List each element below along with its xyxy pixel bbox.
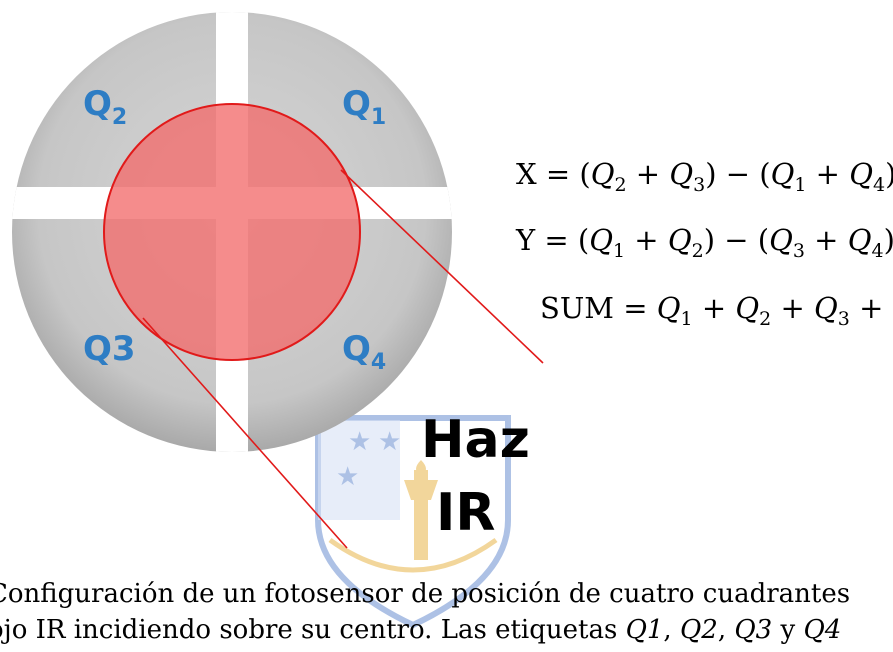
equation-y: Y = (Q1 + Q2) − (Q3 + Q4) [515, 223, 893, 262]
quadrant-label-q2: Q2 [83, 84, 127, 130]
caption-line-1: Configuración de un fotosensor de posici… [0, 579, 851, 609]
equation-sum: SUM = Q1 + Q2 + Q3 + Q4 [540, 291, 893, 330]
quadrant-label-q1: Q1 [342, 84, 386, 130]
beam-line-upper [340, 169, 544, 364]
beam-line-lower [142, 317, 348, 549]
beam-label-line2: IR [436, 483, 495, 543]
quadrant-label-q4: Q4 [342, 329, 386, 375]
caption-line-2: ojo IR incidiendo sobre su centro. Las e… [0, 615, 842, 645]
svg-text:★: ★ [336, 462, 359, 492]
equation-x: X = (Q2 + Q3) − (Q1 + Q4) [516, 157, 893, 196]
figure-caption: Configuración de un fotosensor de posici… [0, 576, 893, 648]
quadrant-label-q3: Q3 [83, 329, 136, 369]
watermark-seal: ★ ★ ★ [315, 415, 511, 629]
svg-text:★: ★ [348, 427, 371, 457]
beam-label-line1: Haz [421, 410, 530, 470]
svg-text:★: ★ [378, 427, 401, 457]
ir-beam-spot [103, 103, 361, 361]
